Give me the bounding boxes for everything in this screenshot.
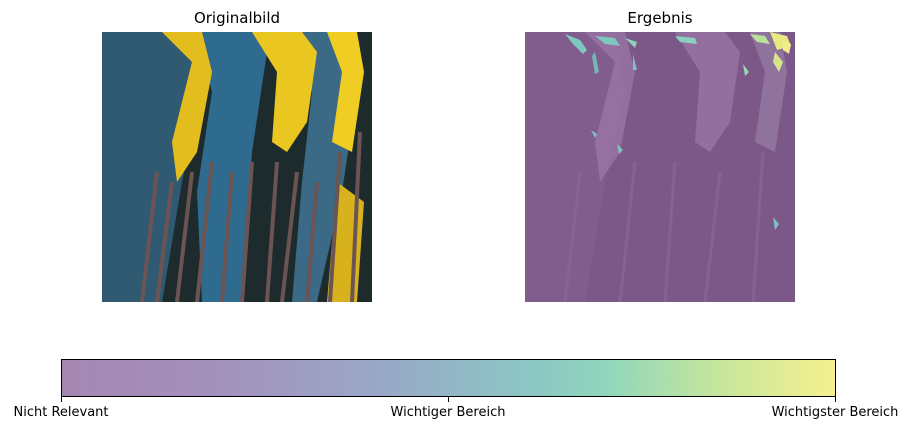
colorbar-tick-label: Wichtiger Bereich [390, 405, 506, 420]
result-heatmap-graphic [525, 32, 795, 302]
original-image-graphic [102, 32, 372, 302]
original-image-title: Originalbild [193, 9, 281, 27]
colorbar-tick [61, 397, 62, 402]
result-title: Ergebnis [627, 9, 693, 27]
colorbar [61, 359, 836, 397]
colorbar-tick-label: Nicht Relevant [13, 405, 109, 420]
result-heatmap [525, 32, 795, 302]
colorbar-tick [448, 397, 449, 402]
colorbar-tick [835, 397, 836, 402]
colorbar-tick-label: Wichtigster Bereich [771, 405, 899, 420]
original-image [102, 32, 372, 302]
